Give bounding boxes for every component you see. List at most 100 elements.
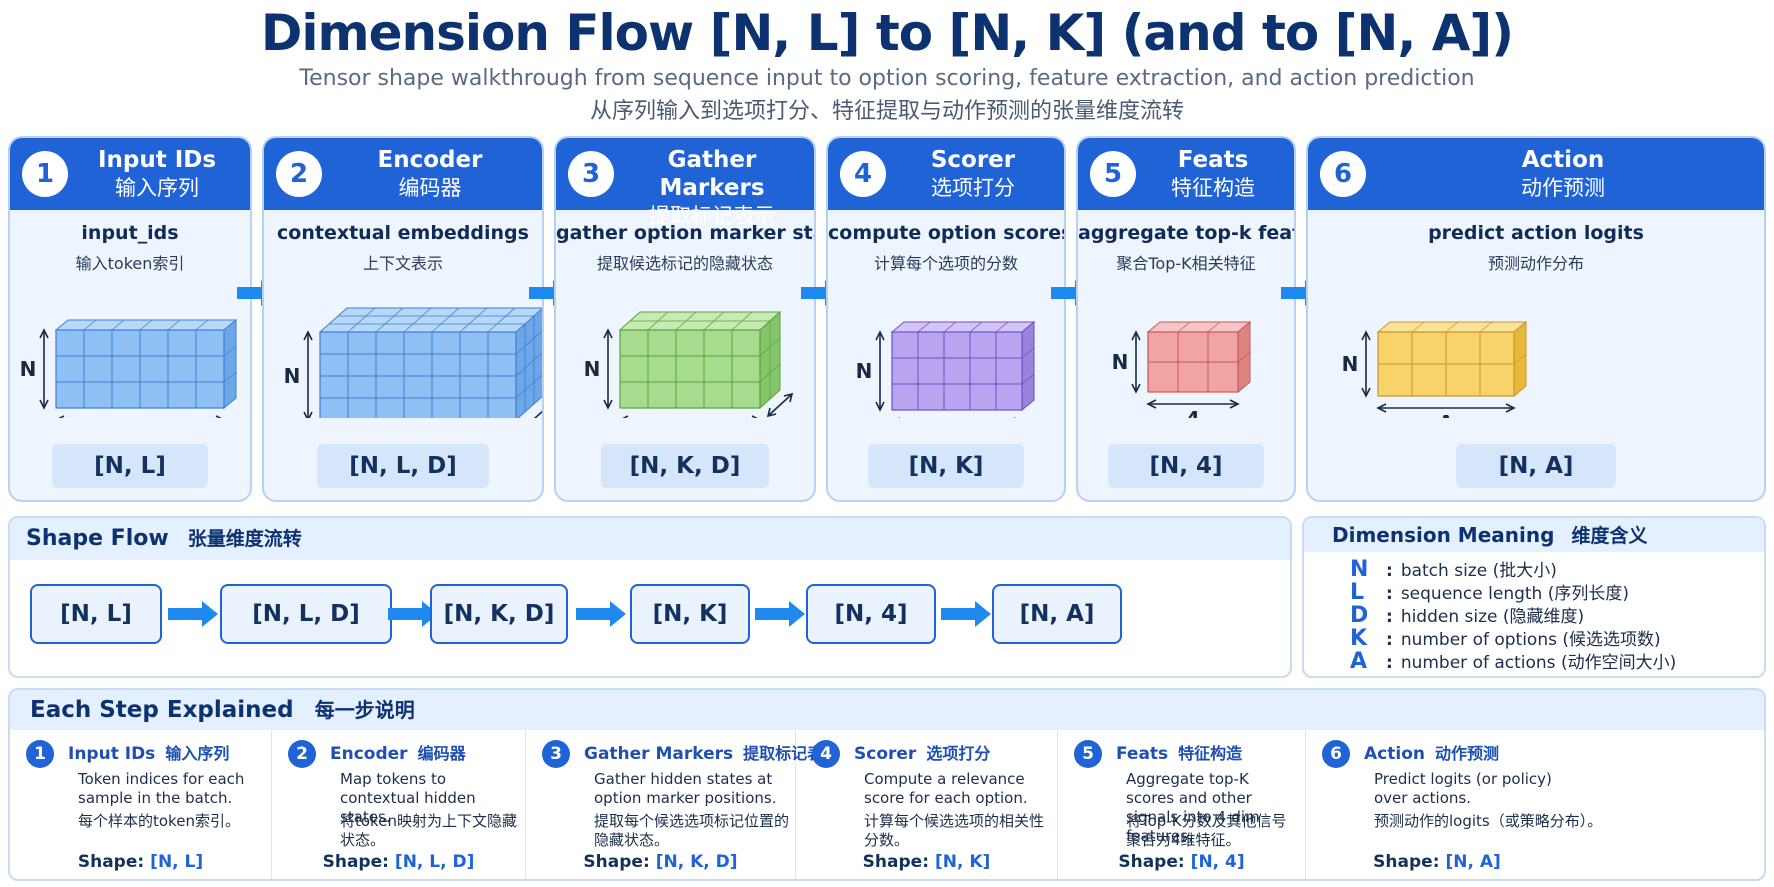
stage-description: predict action logits [1428, 222, 1644, 244]
stage-shape-label: [N, K] [868, 444, 1024, 488]
flow-arrow-icon [941, 601, 991, 627]
step-name-zh: 输入序列 [165, 743, 230, 763]
dimension-meaning-panel: Dimension Meaning 维度含义 N:batch size (批大小… [1302, 516, 1766, 678]
stage-title: Feats [1177, 147, 1249, 173]
step-description: Gather hidden states at option marker po… [594, 770, 777, 807]
step-name-zh: 特征构造 [1178, 743, 1243, 763]
stage-description: gather option marker states [556, 222, 814, 244]
stage-number-badge: 1 [22, 151, 68, 197]
step-shape: Shape:[N, A] [1306, 852, 1568, 872]
step-description-zh: 将token映射为上下文隐藏状态。 [340, 812, 517, 849]
step-shape: Shape:[N, K] [796, 852, 1057, 872]
shape-flow-box: [N, L] [30, 584, 162, 644]
tensor-cube-diagram: NLD [284, 307, 542, 418]
dimension-row-a: A: number of actions (动作空间大小) [1350, 650, 1676, 674]
dimension-row-d: D:hidden size (隐藏维度) [1350, 604, 1584, 628]
header: Dimension Flow [N, L] to [N, K] (and to … [0, 0, 1774, 125]
dimension-colon: : [1386, 630, 1393, 650]
dimension-letter: L [1350, 580, 1365, 605]
dim-label-vertical: N [584, 357, 601, 381]
stage-number-badge: 2 [276, 151, 322, 197]
dimension-letter: D [1350, 603, 1369, 628]
step-shape-label: Shape: [322, 852, 389, 872]
stage-shape-label: [N, L] [52, 444, 208, 488]
stage-shape-label: [N, L, D] [317, 444, 489, 488]
shape-flow-title-zh: 张量维度流转 [187, 528, 302, 550]
dimension-description: sequence length (序列长度) [1400, 584, 1629, 604]
tensor-cube [618, 310, 782, 410]
stage-title: Scorer [930, 147, 1016, 173]
step-description-zh: 预测动作的logits（或策略分布）。 [1374, 812, 1603, 830]
stage-title: Input IDs [97, 147, 217, 173]
tensor-cube [318, 307, 542, 418]
dim-label-vertical: N [20, 357, 37, 381]
step-name: Action [1364, 743, 1425, 764]
dimension-colon: : [1386, 653, 1393, 673]
step-shape-value: [N, K] [935, 852, 991, 872]
tensor-cube [890, 320, 1036, 412]
step-number-badge: 5 [1074, 739, 1102, 768]
shape-flow-panel: Shape Flow 张量维度流转 [N, L][N, L, D][N, K, … [8, 516, 1292, 678]
dim-label-horizontal: A [1438, 411, 1454, 418]
stage-description-zh: 输入token索引 [75, 254, 185, 273]
stage-title: Gather Markers [659, 147, 765, 201]
step-name-zh: 动作预测 [1434, 743, 1499, 763]
steps-explained-header: Each Step Explained 每一步说明 [10, 690, 1764, 730]
flow-arrow-icon [576, 601, 626, 627]
tensor-cube [1376, 320, 1528, 398]
step-name: Feats [1116, 743, 1169, 764]
step-number-badge: 6 [1322, 739, 1350, 768]
dimension-letter: K [1350, 626, 1368, 651]
step-name: Gather Markers [584, 743, 734, 764]
stage-title-zh: 编码器 [398, 176, 462, 200]
step-shape-label: Shape: [1373, 852, 1440, 872]
dimension-letter: A [1350, 649, 1368, 674]
shape-flow-title: Shape Flow [26, 526, 169, 551]
step-number-badge: 3 [542, 739, 570, 768]
flow-arrow-icon [168, 601, 218, 627]
dimension-row-l: L:sequence length (序列长度) [1350, 581, 1629, 605]
stage-title-zh: 特征构造 [1171, 176, 1255, 200]
tensor-cube [54, 318, 238, 410]
stage-description: compute option scores [828, 222, 1066, 244]
steps-explained-title: Each Step Explained [30, 697, 294, 723]
page-subtitle-zh: 从序列输入到选项打分、特征提取与动作预测的张量维度流转 [589, 99, 1184, 124]
stage-description-zh: 计算每个选项的分数 [873, 254, 1018, 273]
page-subtitle: Tensor shape walkthrough from sequence i… [299, 66, 1475, 91]
dimension-colon: : [1386, 607, 1393, 627]
stage-title-zh: 输入序列 [115, 176, 199, 200]
tensor-cube-diagram: N4 [1112, 320, 1252, 418]
stage-title-zh: 动作预测 [1521, 176, 1605, 200]
stage-titles: Input IDs 输入序列 [70, 146, 244, 202]
dimension-description: number of actions (动作空间大小) [1400, 653, 1677, 673]
stage-number-badge: 6 [1320, 151, 1366, 197]
page-title: Dimension Flow [N, L] to [N, K] (and to … [260, 4, 1514, 62]
step-name: Encoder [330, 743, 408, 764]
stage-description-zh: 预测动作分布 [1487, 254, 1584, 273]
step-description: Predict logits (or policy) over actions. [1374, 770, 1552, 807]
dim-label-vertical: N [856, 359, 873, 383]
step-shape-value: [N, L] [150, 852, 204, 872]
shape-flow-box: [N, K] [630, 584, 750, 644]
step-shape-value: [N, L, D] [394, 852, 475, 872]
step-name: Scorer [854, 743, 917, 764]
step-shape-label: Shape: [77, 852, 145, 872]
dimension-meaning-title-zh: 维度含义 [1571, 525, 1648, 547]
stage-description: aggregate top-k features [1078, 222, 1294, 244]
